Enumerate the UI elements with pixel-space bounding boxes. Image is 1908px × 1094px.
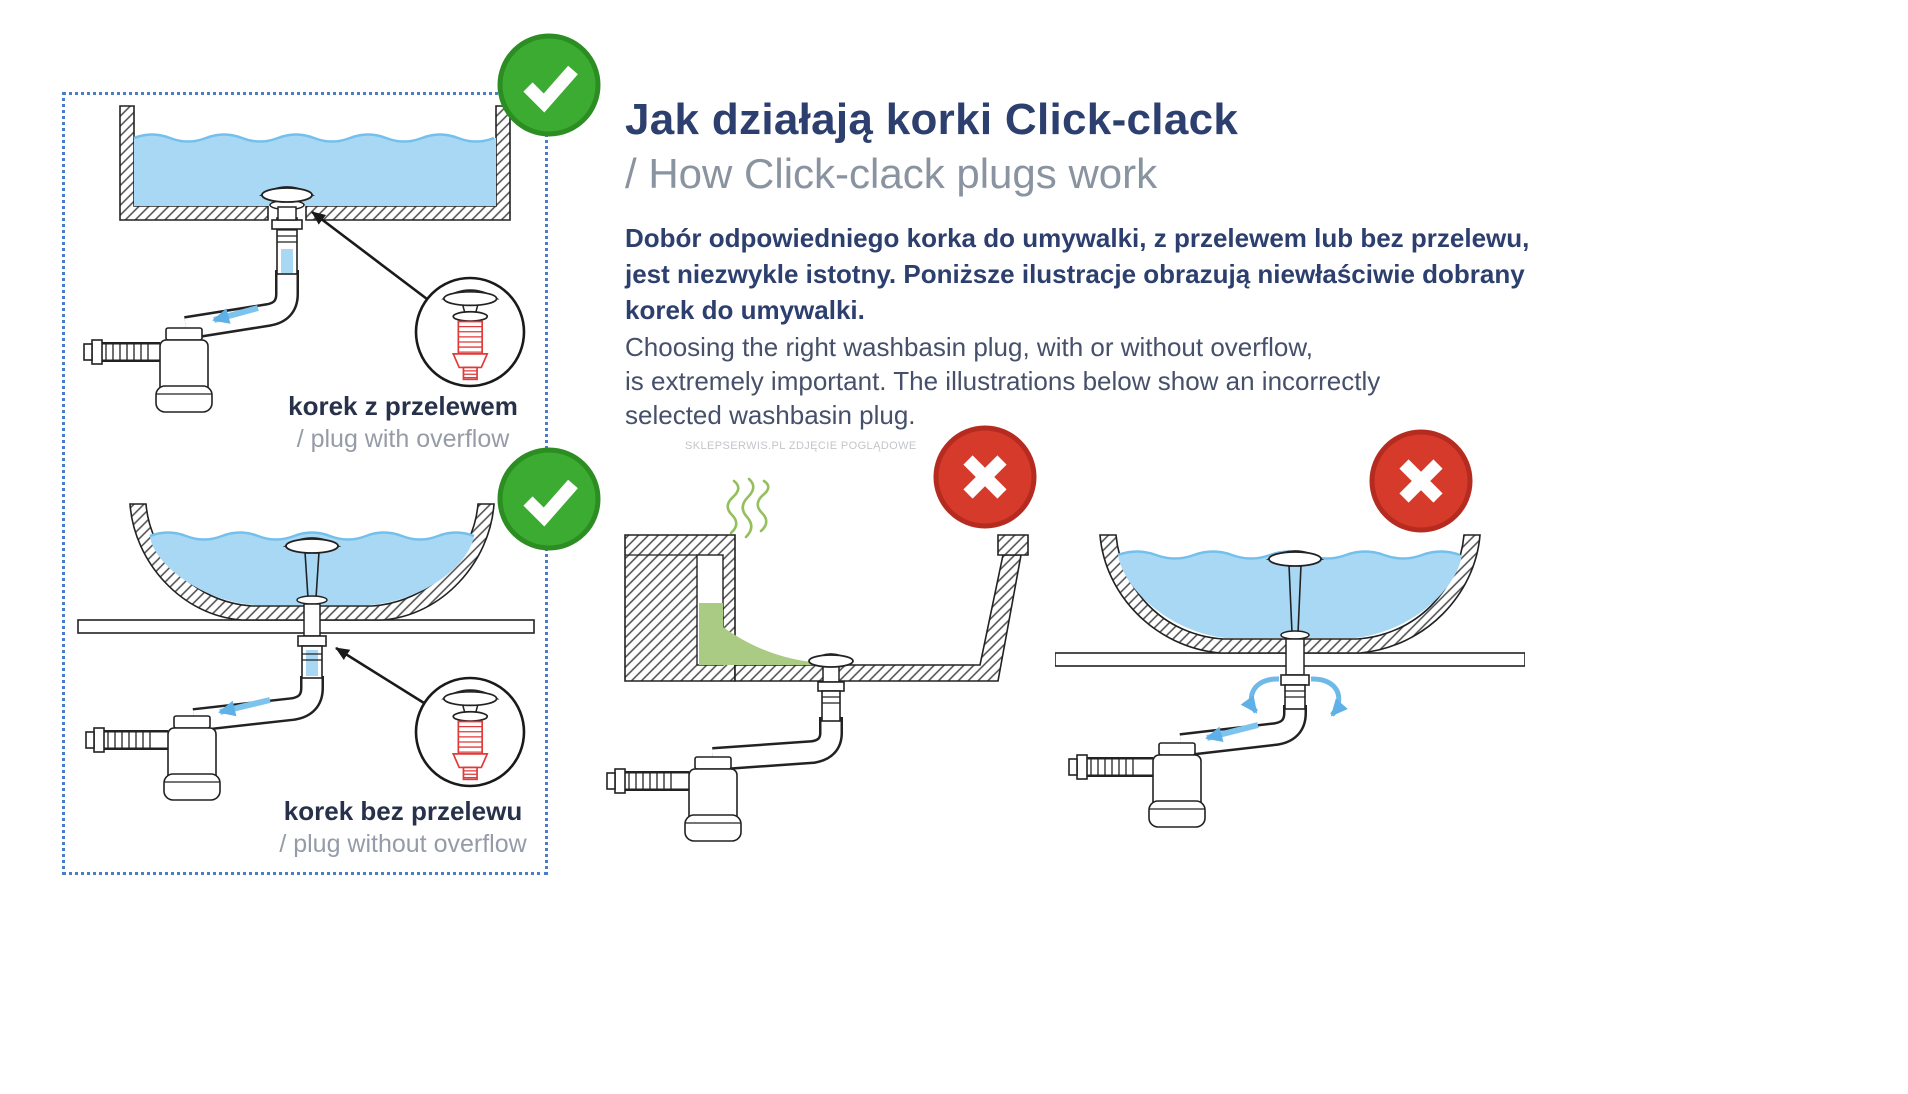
caption-with-overflow-pl: korek z przelewem — [288, 391, 518, 421]
intro-paragraph-en: Choosing the right washbasin plug, with … — [625, 330, 1380, 432]
leak-arrow-right — [1310, 676, 1348, 717]
intro-en-line-2: is extremely important. The illustration… — [625, 366, 1381, 396]
magnifier-leader-arrow — [335, 646, 425, 705]
page-subtitle: / How Click-clack plugs work — [625, 150, 1158, 197]
intro-en-line-1: Choosing the right washbasin plug, with … — [625, 332, 1313, 362]
intro-pl-line-2: jest niezwykle istotny. Poniższe ilustra… — [625, 259, 1525, 289]
intro-pl-line-1: Dobór odpowiedniego korka do umywalki, z… — [625, 223, 1530, 253]
bottle-trap — [684, 756, 742, 842]
intro-en-line-3: selected washbasin plug. — [625, 400, 916, 430]
water — [134, 134, 496, 206]
caption-with-overflow: korek z przelewem / plug with overflow — [250, 390, 556, 456]
status-badge-correct-1 — [497, 33, 601, 137]
bottle-trap — [1148, 742, 1206, 828]
watermark: SKLEPSERWIS.PL ZDJĘCIE POGLĄDOWE — [685, 440, 917, 452]
status-badge-incorrect-2 — [1369, 429, 1473, 533]
water-flow-arrow — [212, 305, 259, 324]
smell-in-overflow — [699, 603, 723, 665]
magnifier-leader-arrow — [311, 210, 428, 301]
caption-without-overflow-en: / plug without overflow — [279, 830, 527, 858]
check-icon — [497, 447, 601, 551]
intro-paragraph-pl: Dobór odpowiedniego korka do umywalki, z… — [625, 220, 1529, 328]
page-title: Jak działają korki Click-clack — [625, 95, 1239, 144]
x-icon — [1369, 429, 1473, 533]
vessel-sink-wrong-plug-illustration — [1055, 534, 1525, 828]
caption-without-overflow: korek bez przelewu / plug without overfl… — [250, 795, 556, 861]
overflow-sink-wrong-plug-illustration — [606, 477, 1029, 842]
water-flow-arrow — [1205, 722, 1259, 743]
vessel-sink-without-overflow-illustration — [77, 503, 535, 801]
sink-with-overflow-illustration — [83, 105, 526, 413]
status-badge-incorrect-1 — [933, 425, 1037, 529]
smell-lines-icon — [726, 479, 740, 535]
x-icon — [933, 425, 1037, 529]
bottle-trap — [155, 327, 213, 413]
caption-without-overflow-pl: korek bez przelewu — [283, 796, 523, 826]
status-badge-correct-2 — [497, 447, 601, 551]
caption-with-overflow-en: / plug with overflow — [296, 425, 510, 453]
check-icon — [497, 33, 601, 137]
intro-pl-line-3: korek do umywalki. — [625, 295, 865, 325]
water-flow-arrow — [218, 697, 271, 717]
bottle-trap — [163, 715, 221, 801]
leak-arrow-left — [1240, 676, 1280, 714]
water — [150, 532, 474, 605]
